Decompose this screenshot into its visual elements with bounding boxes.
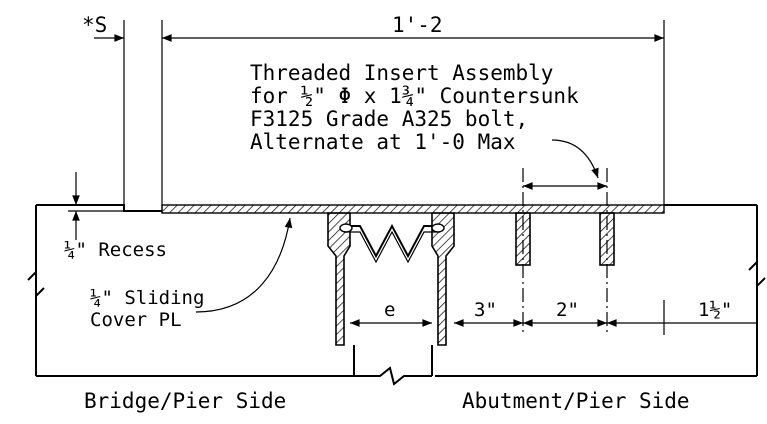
abutment-side-label: Abutment/Pier Side (462, 389, 690, 413)
dim-1half-label: 1½" (698, 299, 732, 321)
dim-e-label: e (384, 299, 395, 321)
bridge-deck-outline (27, 20, 330, 377)
plate-label-line-2: Cover PL (90, 309, 182, 331)
plate-leader (195, 217, 293, 313)
bridge-side-label: Bridge/Pier Side (84, 389, 286, 413)
plate-label-line-1: ¼" Sliding (90, 287, 204, 309)
note-leader (551, 139, 599, 179)
note-line-1: Threaded Insert Assembly (250, 61, 553, 85)
recess-label: ¼" Recess (64, 239, 167, 261)
note-line-4: Alternate at 1'-0 Max (250, 130, 516, 154)
note-line-3: F3125 Grade A325 bolt, (250, 107, 528, 131)
abutment-outline (435, 20, 766, 377)
s-dim-label: *S (82, 13, 107, 37)
bottom-dimensions (350, 300, 757, 335)
sliding-cover-plate (161, 204, 665, 214)
overall-width-label: 1'-2 (392, 13, 443, 37)
dim-3-label: 3" (474, 299, 497, 321)
recess-dimension (68, 172, 124, 240)
dim-2-label: 2" (556, 299, 579, 321)
note-line-2: for ½" Φ x 1¾" Countersunk (250, 84, 579, 108)
strip-seal-assembly (327, 212, 455, 386)
